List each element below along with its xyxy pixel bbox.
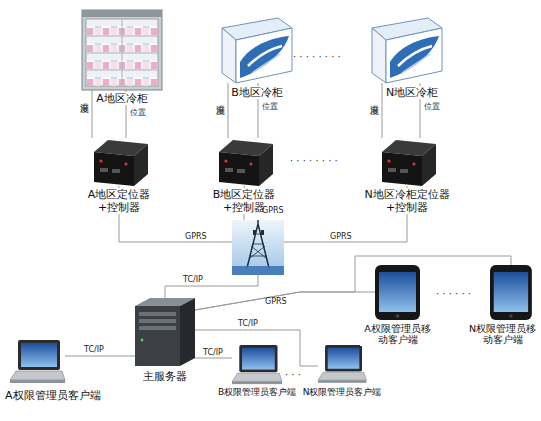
fridge-header [82, 10, 162, 17]
display-fridge [82, 10, 162, 90]
node-label: N权限管理员客户端 [297, 387, 387, 398]
fridge-glass [86, 19, 158, 86]
network-link [92, 90, 93, 138]
equipment-node [232, 220, 284, 275]
server-tower [135, 298, 195, 366]
fridge-goods [86, 19, 158, 86]
server-side [180, 298, 195, 366]
link-label: TC/IP [203, 349, 223, 357]
node-label: A地区冷柜 [94, 92, 150, 105]
equipment-node: B地区定位器+控制器 [215, 138, 273, 186]
equipment-node: A地区冷柜 [82, 10, 162, 90]
controller-box [382, 140, 436, 186]
network-link [228, 83, 229, 138]
network-link [65, 356, 135, 357]
link-label: TC/IP [84, 346, 104, 354]
tower-braces [249, 234, 267, 258]
node-label: A权限管理员客户端 [5, 389, 130, 402]
network-link [382, 83, 383, 138]
tower-legs [247, 220, 269, 268]
ellipsis-dots: · · · · · · · · [293, 52, 341, 62]
server-led [141, 339, 144, 342]
ellipsis-dots: · · · [285, 370, 301, 380]
equipment-node: 主服务器 [135, 298, 195, 366]
tower-antenna [261, 230, 264, 235]
laptop-icon [318, 345, 366, 383]
link-label: GPRS [262, 207, 284, 215]
network-link [195, 358, 232, 359]
equipment-node: N权限管理员客户端 [318, 345, 366, 385]
controller-box [219, 140, 273, 186]
link-label: 位置 [130, 109, 146, 117]
node-label: 主服务器 [140, 370, 190, 383]
node-label: N地区冷柜定位器+控制器 [357, 188, 457, 214]
server-bay [139, 312, 176, 316]
fridge-shelves [86, 19, 158, 86]
equipment-node: N地区冷柜 [372, 18, 442, 83]
tower-base [232, 266, 284, 275]
link-label: 位置 [262, 103, 278, 111]
link-label: TC/IP [183, 276, 203, 284]
chest-freezer [222, 18, 292, 83]
link-label: GPRS [185, 233, 207, 241]
node-label: N权限管理员移动客户端 [465, 323, 540, 346]
node-label: B权限管理员客户端 [212, 387, 302, 398]
equipment-node: N地区冷柜定位器+控制器 [378, 138, 436, 186]
equipment-node: B权限管理员客户端 [232, 345, 282, 385]
node-label: A权限管理员移动客户端 [360, 323, 435, 346]
link-label: TC/IP [238, 320, 258, 328]
ellipsis-dots: · · · · · · · · [290, 156, 338, 166]
link-label: 位置 [424, 103, 440, 111]
link-label: GPRS [265, 298, 287, 306]
server-front [135, 306, 180, 366]
node-label: B地区冷柜 [230, 86, 284, 99]
equipment-node: B地区冷柜 [222, 18, 292, 83]
tower-antenna [253, 230, 256, 235]
node-label: N地区冷柜 [385, 86, 439, 99]
fridge-body [82, 10, 162, 90]
equipment-node: N权限管理员移动客户端 [490, 265, 532, 320]
network-link [165, 275, 258, 298]
laptop-icon [232, 345, 282, 384]
link-label: GPRS [330, 233, 352, 241]
laptop-icon [10, 340, 65, 383]
chest-freezer [372, 18, 442, 83]
phone-icon [375, 265, 420, 320]
tower-sky [232, 220, 284, 275]
server-bay [139, 326, 176, 330]
ellipsis-dots: · · · · · · [436, 289, 471, 299]
node-label: A地区定位器+控制器 [82, 188, 156, 214]
controller-box [94, 140, 148, 186]
gprs-tower [232, 220, 284, 275]
equipment-node: A地区定位器+控制器 [90, 138, 148, 186]
phone-icon [490, 265, 532, 320]
server-bay [139, 319, 176, 323]
equipment-node: A权限管理员移动客户端 [375, 265, 420, 320]
equipment-node: A权限管理员客户端 [10, 340, 65, 385]
